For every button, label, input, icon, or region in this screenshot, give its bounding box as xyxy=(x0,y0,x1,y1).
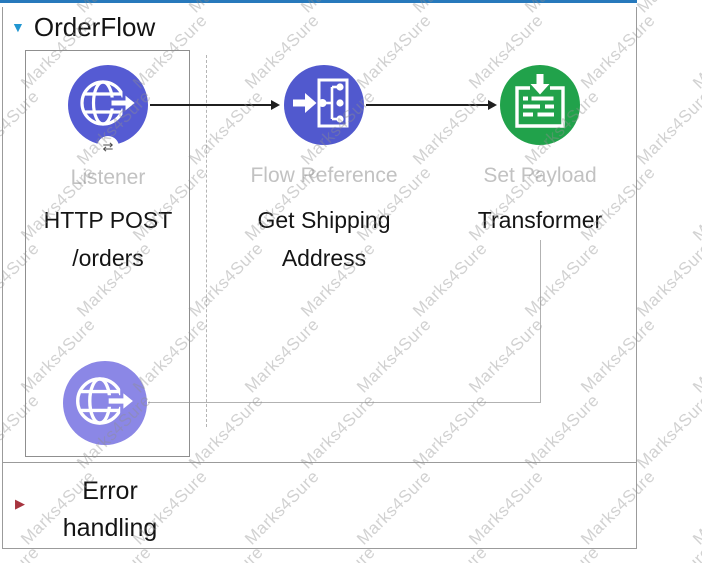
listener-name-label: HTTP POST /orders xyxy=(18,201,198,277)
watermark-text: Marks4Sure xyxy=(353,10,435,93)
message-flow-arrow-1 xyxy=(150,100,280,110)
watermark-text: Marks4Sure xyxy=(633,86,702,169)
error-handling-line1: Error xyxy=(82,477,138,505)
watermark-text: Marks4Sure xyxy=(633,390,702,473)
globe-arrow-icon xyxy=(63,359,147,448)
watermark-text: Marks4Sure xyxy=(241,466,323,549)
watermark-text: Marks4Sure xyxy=(353,466,435,549)
flow-left-border xyxy=(2,7,3,549)
watermark-text: Marks4Sure xyxy=(465,466,547,549)
error-handling-label[interactable]: Error handling xyxy=(25,473,195,547)
error-expand-triangle-icon[interactable]: ▶ xyxy=(15,496,25,511)
watermark-text: Marks4Sure xyxy=(633,238,702,321)
set-payload-name-line1: Transformer xyxy=(477,207,603,233)
watermark-text: Marks4Sure xyxy=(521,390,603,473)
watermark-text: Marks4Sure xyxy=(521,543,603,563)
watermark-text: Marks4Sure xyxy=(577,314,659,397)
watermark-text: Marks4Sure xyxy=(689,466,702,549)
flow-right-border xyxy=(636,7,637,549)
watermark-text: Marks4Sure xyxy=(689,162,702,245)
flow-reference-name-label: Get Shipping Address xyxy=(230,201,418,277)
flow-selection-top-border xyxy=(0,0,637,3)
watermark-text: Marks4Sure xyxy=(465,314,547,397)
watermark-text: Marks4Sure xyxy=(521,238,603,321)
globe-arrow-icon xyxy=(68,63,148,148)
watermark-text: Marks4Sure xyxy=(297,543,379,563)
watermark-text: Marks4Sure xyxy=(241,314,323,397)
error-source-node[interactable] xyxy=(63,361,147,445)
watermark-text: Marks4Sure xyxy=(409,86,491,169)
flow-reference-type-label: Flow Reference xyxy=(250,164,398,187)
document-insert-icon xyxy=(500,63,580,148)
watermark-text: Marks4Sure xyxy=(409,543,491,563)
flow-header: ▼ OrderFlow xyxy=(11,12,155,43)
response-line-vertical xyxy=(540,240,541,403)
watermark-text: Marks4Sure xyxy=(297,390,379,473)
flow-reference-name-line2: Address xyxy=(281,245,367,271)
flow-reference-node[interactable] xyxy=(284,65,364,145)
listener-name-line1: HTTP POST xyxy=(43,207,173,233)
exchange-icon: ⇄ xyxy=(97,136,119,158)
arrowhead-icon xyxy=(488,100,497,110)
response-line-horizontal xyxy=(148,402,541,403)
set-payload-name-label: Transformer xyxy=(450,201,630,239)
watermark-text: Marks4Sure xyxy=(409,238,491,321)
flow-reference-name-line1: Get Shipping xyxy=(257,207,391,233)
arrowhead-icon xyxy=(271,100,280,110)
watermark-text: Marks4Sure xyxy=(633,543,702,563)
watermark-text: Marks4Sure xyxy=(353,314,435,397)
flow-bottom-border xyxy=(2,548,637,549)
watermark-text: Marks4Sure xyxy=(689,314,702,397)
watermark-text: Marks4Sure xyxy=(185,390,267,473)
http-listener-node[interactable] xyxy=(68,65,148,145)
listener-type-label: Listener xyxy=(70,166,146,189)
watermark-text: Marks4Sure xyxy=(689,10,702,93)
watermark-text: Marks4Sure xyxy=(577,466,659,549)
watermark-text: Marks4Sure xyxy=(577,10,659,93)
set-payload-type-label: Set Payload xyxy=(483,164,597,187)
branch-tree-icon xyxy=(284,63,364,148)
flow-title: OrderFlow xyxy=(33,12,156,42)
error-handling-line2: handling xyxy=(62,514,158,542)
set-payload-node[interactable] xyxy=(500,65,580,145)
watermark-text: Marks4Sure xyxy=(633,0,702,17)
error-section-divider xyxy=(2,462,637,463)
message-flow-arrow-2 xyxy=(366,100,497,110)
message-source-box xyxy=(25,50,190,457)
collapse-triangle-icon[interactable]: ▼ xyxy=(11,19,25,35)
watermark-text: Marks4Sure xyxy=(185,543,267,563)
watermark-text: Marks4Sure xyxy=(185,86,267,169)
source-dashed-separator xyxy=(206,55,207,427)
listener-name-line2: /orders xyxy=(72,245,144,271)
watermark-text: Marks4Sure xyxy=(409,390,491,473)
